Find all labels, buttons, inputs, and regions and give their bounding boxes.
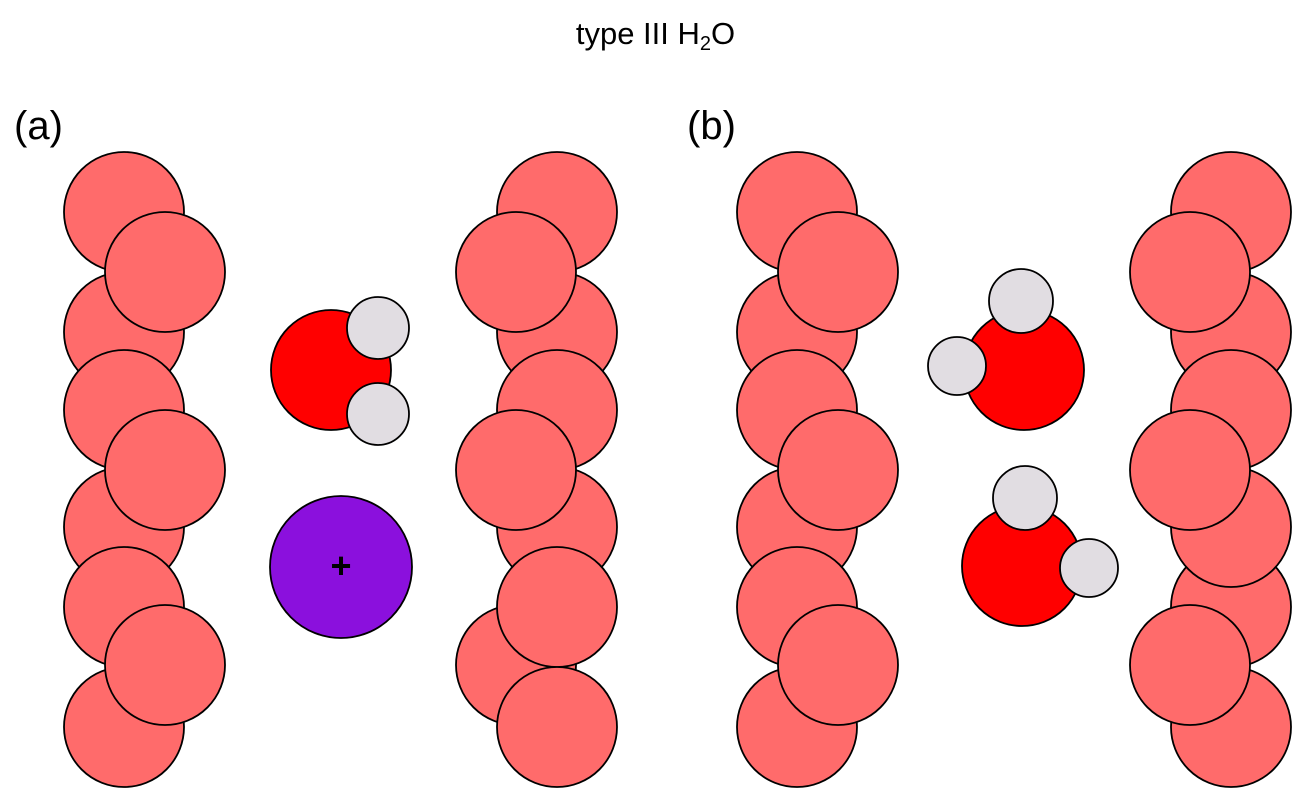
panel-a-right-wall	[455, 151, 618, 788]
wall-atom	[104, 211, 226, 333]
wall-atom	[496, 666, 618, 788]
panel-a-left-wall	[63, 151, 226, 788]
title-subscript: 2	[699, 33, 712, 55]
wall-atom	[1129, 604, 1251, 726]
wall-atom	[455, 409, 577, 531]
cation-charge-symbol: +	[330, 545, 352, 586]
panel-b-water-molecule-top	[927, 268, 1085, 431]
wall-atom	[104, 409, 226, 531]
hydrogen-atom	[1059, 538, 1119, 598]
hydrogen-atom	[927, 336, 987, 396]
wall-atom	[777, 604, 899, 726]
wall-atom	[1129, 409, 1251, 531]
wall-atom	[1129, 211, 1251, 333]
cation	[269, 495, 413, 639]
hydrogen-atom	[992, 465, 1058, 531]
title-suffix: O	[711, 16, 736, 51]
panel-a-label: (a)	[14, 104, 63, 148]
panel-b-left-wall	[736, 151, 899, 788]
wall-atom	[496, 546, 618, 668]
panel-b-label: (b)	[687, 104, 736, 148]
hydrogen-atom	[988, 268, 1054, 334]
wall-atom	[104, 604, 226, 726]
panel-b-right-wall	[1129, 151, 1292, 788]
wall-atom	[777, 211, 899, 333]
wall-atom	[455, 211, 577, 333]
diagram-title: type III H2O	[0, 16, 1311, 56]
hydrogen-atom	[346, 296, 410, 360]
wall-atom	[777, 409, 899, 531]
hydrogen-atom	[346, 382, 410, 446]
panel-b-water-molecule-bottom	[961, 465, 1119, 627]
panel-a-water-molecule	[270, 296, 410, 446]
title-text: type III H	[575, 16, 700, 51]
